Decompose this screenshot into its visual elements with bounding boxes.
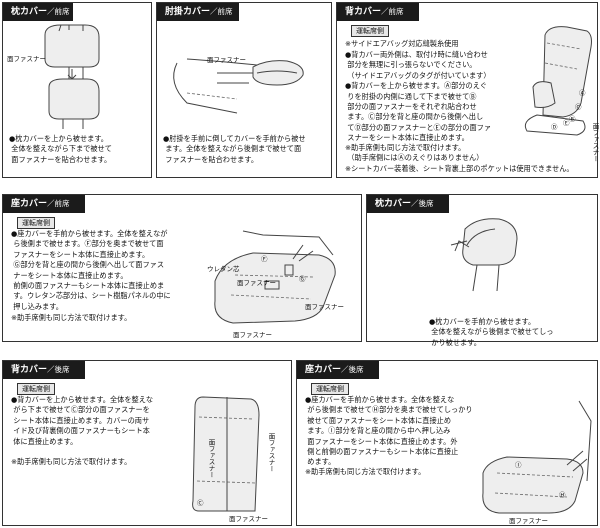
panel-headrest-front: 枕カバー／前席 面ファスナー ●枕カバーを上から被せます。 全体を整えながら下ま… bbox=[2, 2, 152, 178]
panel-subtitle: ／前席 bbox=[210, 7, 233, 16]
marker-f: Ⓕ bbox=[261, 255, 268, 263]
panel-title: 座カバー bbox=[11, 199, 48, 209]
headrest-rear-illustration bbox=[450, 218, 518, 292]
panel-title: 肘掛カバー bbox=[165, 7, 211, 17]
backrest-rear-note: ※助手席側も同じ方法で取付けます。 bbox=[11, 457, 132, 466]
panel-title: 枕カバー bbox=[375, 199, 412, 209]
panel-header: 背カバー／前席 bbox=[337, 3, 419, 21]
fastener-label: 面ファスナー bbox=[305, 303, 344, 311]
panel-title: 背カバー bbox=[11, 365, 48, 375]
marker-d: Ⓓ bbox=[551, 123, 558, 131]
backrest-illustration bbox=[524, 26, 592, 136]
panel-header: 背カバー／後席 bbox=[3, 361, 85, 379]
panel-seat-rear: 座カバー／後席 運転席側 ●座カバーを手前から被せます。全体を整えな がら後側ま… bbox=[296, 360, 598, 526]
fastener-label-vertical: 面ファスナー bbox=[207, 439, 215, 478]
armrest-illustration bbox=[173, 58, 304, 114]
fastener-label-bottom: 面ファスナー bbox=[229, 515, 268, 523]
panel-subtitle: ／後席 bbox=[47, 365, 70, 374]
panel-header: 枕カバー／後席 bbox=[367, 195, 449, 213]
urethane-label: ウレタン芯 bbox=[207, 265, 240, 273]
backrest-front-notes: ※助手席側も同じ方法で取付けます。 （助手席側にはⒶのえぐりはありません） ※シ… bbox=[345, 143, 574, 173]
driver-side-tag: 運転席側 bbox=[311, 383, 349, 395]
driver-side-tag: 運転席側 bbox=[17, 217, 55, 229]
panel-subtitle: ／前席 bbox=[47, 7, 70, 16]
fastener-label-vertical: 面ファスナー bbox=[591, 123, 599, 162]
panel-title: 枕カバー bbox=[11, 7, 48, 17]
marker-e: Ⓔ bbox=[563, 119, 570, 127]
headrest-rear-instructions: ●枕カバーを手前から被せます。 全体を整えながら後側まで被せてしっ かり被せます… bbox=[429, 317, 554, 347]
driver-side-tag: 運転席側 bbox=[351, 25, 389, 37]
fastener-label: 面ファスナー bbox=[237, 279, 276, 287]
marker-g: Ⓖ bbox=[299, 275, 306, 283]
fastener-label: 面ファスナー bbox=[207, 56, 246, 64]
marker-a: Ⓐ bbox=[579, 89, 586, 97]
panel-header: 肘掛カバー／前席 bbox=[157, 3, 239, 21]
panel-title: 座カバー bbox=[305, 365, 342, 375]
marker-b: Ⓑ bbox=[569, 115, 576, 123]
seat-rear-note: ※助手席側も同じ方法で取付けます。 bbox=[305, 467, 426, 476]
panel-subtitle: ／後席 bbox=[411, 199, 434, 208]
marker-c: Ⓒ bbox=[575, 103, 582, 111]
panel-header: 座カバー／前席 bbox=[3, 195, 85, 213]
armrest-front-instructions: ●肘掛を手前に倒してカバーを手前から被せ ます。全体を整えながら後側まで被せて面… bbox=[163, 134, 306, 164]
marker-i: Ⓘ bbox=[515, 461, 522, 469]
panel-header: 枕カバー／前席 bbox=[3, 3, 73, 21]
panel-subtitle: ／後席 bbox=[341, 365, 364, 374]
seat-rear-instructions: ●座カバーを手前から被せます。全体を整えな がら後側まで被せてⒽ部分を奥まで被せ… bbox=[305, 395, 473, 467]
panel-seat-front: 座カバー／前席 運転席側 ●座カバーを手前から被せます。全体を整えなが ら後側ま… bbox=[2, 194, 362, 342]
headrest-front-instructions: ●枕カバーを上から被せます。 全体を整えながら下まで被せて 面ファスナーを貼合わ… bbox=[9, 134, 112, 164]
panel-subtitle: ／前席 bbox=[47, 199, 70, 208]
seat-front-illustration bbox=[214, 230, 336, 324]
airbag-note: ※サイドエアバッグ対応縫製糸使用 bbox=[345, 39, 459, 48]
backrest-rear-illustration bbox=[192, 396, 260, 512]
fastener-label: 面ファスナー bbox=[7, 55, 46, 63]
seat-front-instructions: ●座カバーを手前から被せます。全体を整えなが ら後側まで被せます。Ⓕ部分を奥まで… bbox=[11, 229, 171, 311]
fastener-label: 面ファスナー bbox=[509, 517, 548, 525]
panel-armrest-front: 肘掛カバー／前席 面ファスナー ●肘掛を手前に倒してカバーを手前から被せ ます。… bbox=[156, 2, 332, 178]
headrest-illustration bbox=[44, 24, 100, 129]
fastener-label-vertical: 面ファスナー bbox=[267, 433, 275, 472]
backrest-front-instructions: ●背カバー両外側は、取付け時に縫い合わせ 部分を無理に引っ張らないでください。 … bbox=[345, 50, 492, 143]
marker-c: Ⓒ bbox=[197, 499, 204, 507]
marker-h: Ⓗ bbox=[559, 491, 566, 499]
panel-backrest-front: 背カバー／前席 運転席側 ※サイドエアバッグ対応縫製糸使用 ●背カバー両外側は、… bbox=[336, 2, 599, 178]
panel-headrest-rear: 枕カバー／後席 ●枕カバーを手前から被せます。 全体を整えながら後側まで被せてし… bbox=[366, 194, 598, 347]
panel-backrest-rear: 背カバー／後席 運転席側 ●背カバーを上から被せます。全体を整えな がら下まで被… bbox=[2, 360, 292, 526]
panel-title: 背カバー bbox=[345, 7, 382, 17]
backrest-rear-instructions: ●背カバーを上から被せます。全体を整えな がら下まで被せてⒸ部分の面ファスナーを… bbox=[11, 395, 154, 446]
seat-front-note: ※助手席側も同じ方法で取付けます。 bbox=[11, 313, 132, 322]
driver-side-tag: 運転席側 bbox=[17, 383, 55, 395]
panel-header: 座カバー／後席 bbox=[297, 361, 379, 379]
panel-subtitle: ／前席 bbox=[381, 7, 404, 16]
seat-rear-illustration bbox=[482, 400, 592, 514]
fastener-label: 面ファスナー bbox=[233, 331, 272, 339]
